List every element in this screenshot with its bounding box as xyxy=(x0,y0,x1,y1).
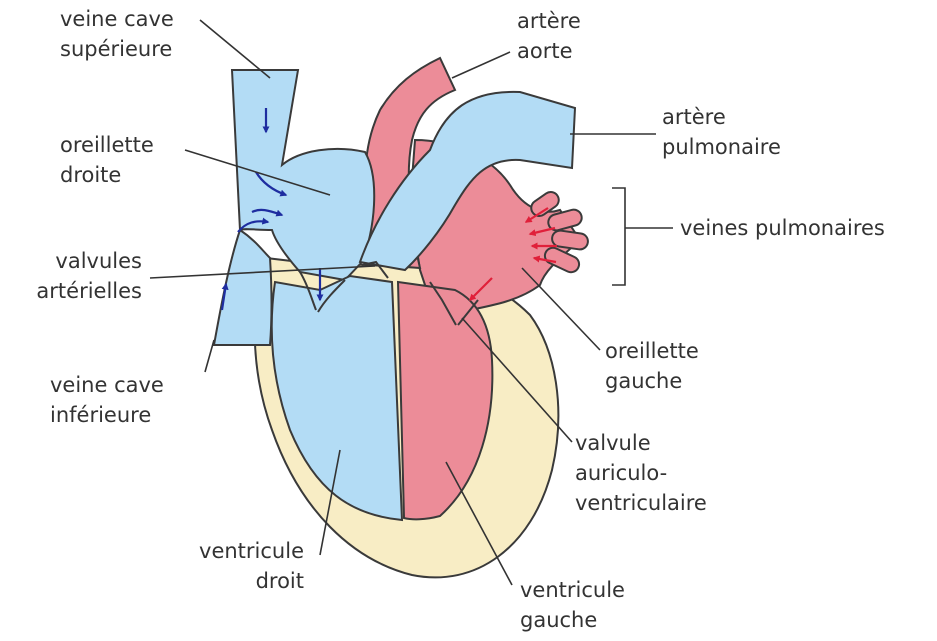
label-line: ventricule xyxy=(520,575,625,605)
label-line: pulmonaire xyxy=(662,132,781,162)
label-superior-vena-cava: veine cave supérieure xyxy=(60,4,174,64)
label-line: oreillette xyxy=(605,336,699,366)
label-line: aorte xyxy=(517,36,581,66)
label-line: veine cave xyxy=(60,4,174,34)
label-inferior-vena-cava: veine cave inférieure xyxy=(50,370,164,430)
label-aorta: artère aorte xyxy=(517,6,581,66)
label-line: inférieure xyxy=(50,400,164,430)
label-left-atrium: oreillette gauche xyxy=(605,336,699,396)
label-line: ventricule xyxy=(170,536,304,566)
label-atrioventricular-valve: valvule auriculo- ventriculaire xyxy=(575,428,707,518)
label-line: artérielles xyxy=(14,276,142,306)
label-line: ventriculaire xyxy=(575,488,707,518)
label-line: valvule xyxy=(575,428,707,458)
label-line: veines pulmonaires xyxy=(680,213,885,243)
right-ventricle xyxy=(272,276,402,520)
label-line: veine cave xyxy=(50,370,164,400)
label-left-ventricle: ventricule gauche xyxy=(520,575,625,635)
label-line: oreillette xyxy=(60,130,154,160)
label-line: artère xyxy=(662,102,781,132)
label-line: gauche xyxy=(605,366,699,396)
label-arterial-valves: valvules artérielles xyxy=(14,246,142,306)
label-pulmonary-veins: veines pulmonaires xyxy=(680,213,885,243)
label-line: supérieure xyxy=(60,34,174,64)
label-line: artère xyxy=(517,6,581,36)
label-pulmonary-artery: artère pulmonaire xyxy=(662,102,781,162)
label-right-ventricle: ventricule droit xyxy=(170,536,304,596)
vena-cava-inferior xyxy=(214,230,272,345)
label-line: gauche xyxy=(520,605,625,635)
label-line: auriculo- xyxy=(575,458,707,488)
label-line: droit xyxy=(170,566,304,596)
label-line: droite xyxy=(60,160,154,190)
label-line: valvules xyxy=(14,246,142,276)
label-right-atrium: oreillette droite xyxy=(60,130,154,190)
